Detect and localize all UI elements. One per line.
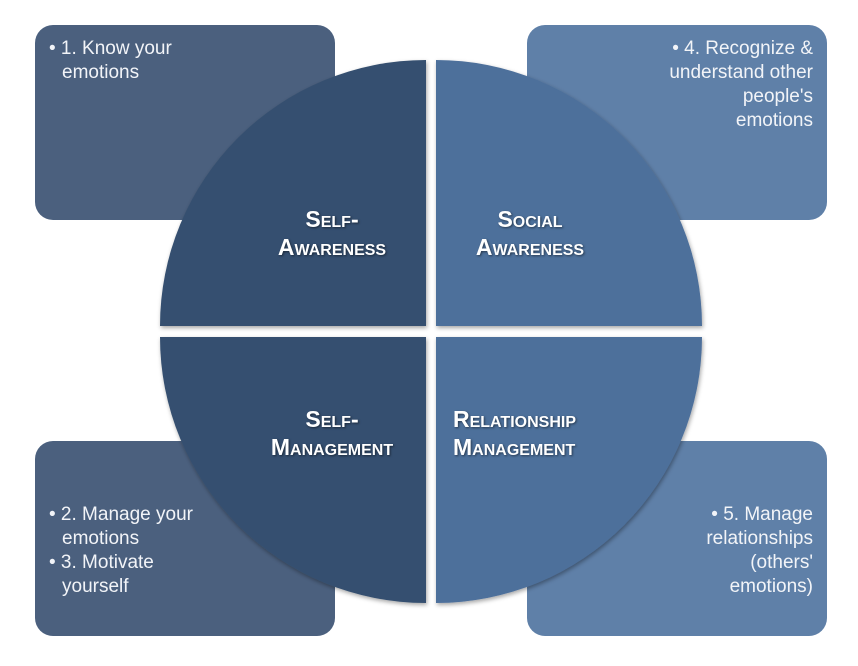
box-text: • 2. Manage your (49, 504, 193, 525)
box-recognize-emotions: • 4. Recognize & understand other people… (527, 25, 827, 220)
label-line: Awareness (475, 234, 585, 260)
label-self-awareness: Self- Awareness (262, 205, 402, 261)
box-text: • 5. Manage (711, 504, 813, 525)
label-line: Self- (305, 206, 359, 232)
label-line: Awareness (277, 234, 387, 260)
label-line: Social (497, 206, 563, 232)
label-line: Management (453, 434, 576, 460)
box-text: (others' (750, 552, 813, 573)
box-text: relationships (706, 528, 813, 549)
box-text: • 4. Recognize & (672, 38, 813, 59)
box-text: • 3. Motivate (49, 552, 154, 573)
box-text: emotions (62, 528, 140, 549)
quadrant-social-awareness (436, 60, 702, 326)
box-text: understand other (669, 62, 813, 83)
box-text: people's (742, 86, 813, 107)
box-text: emotions) (729, 576, 813, 597)
box-text: emotions (735, 110, 813, 131)
box-text: • 1. Know your (49, 38, 172, 59)
quadrant-self-management (160, 337, 426, 603)
label-self-management: Self- Management (252, 405, 412, 461)
label-social-awareness: Social Awareness (460, 205, 600, 261)
box-text: yourself (62, 576, 129, 597)
quadrant-relationship-management (436, 337, 702, 603)
label-line: Self- (305, 406, 359, 432)
label-relationship-management: Relationship Management (453, 405, 576, 461)
quadrant-self-awareness (160, 60, 426, 326)
label-line: Relationship (453, 406, 576, 432)
box-text: emotions (62, 62, 140, 83)
label-line: Management (270, 434, 394, 460)
